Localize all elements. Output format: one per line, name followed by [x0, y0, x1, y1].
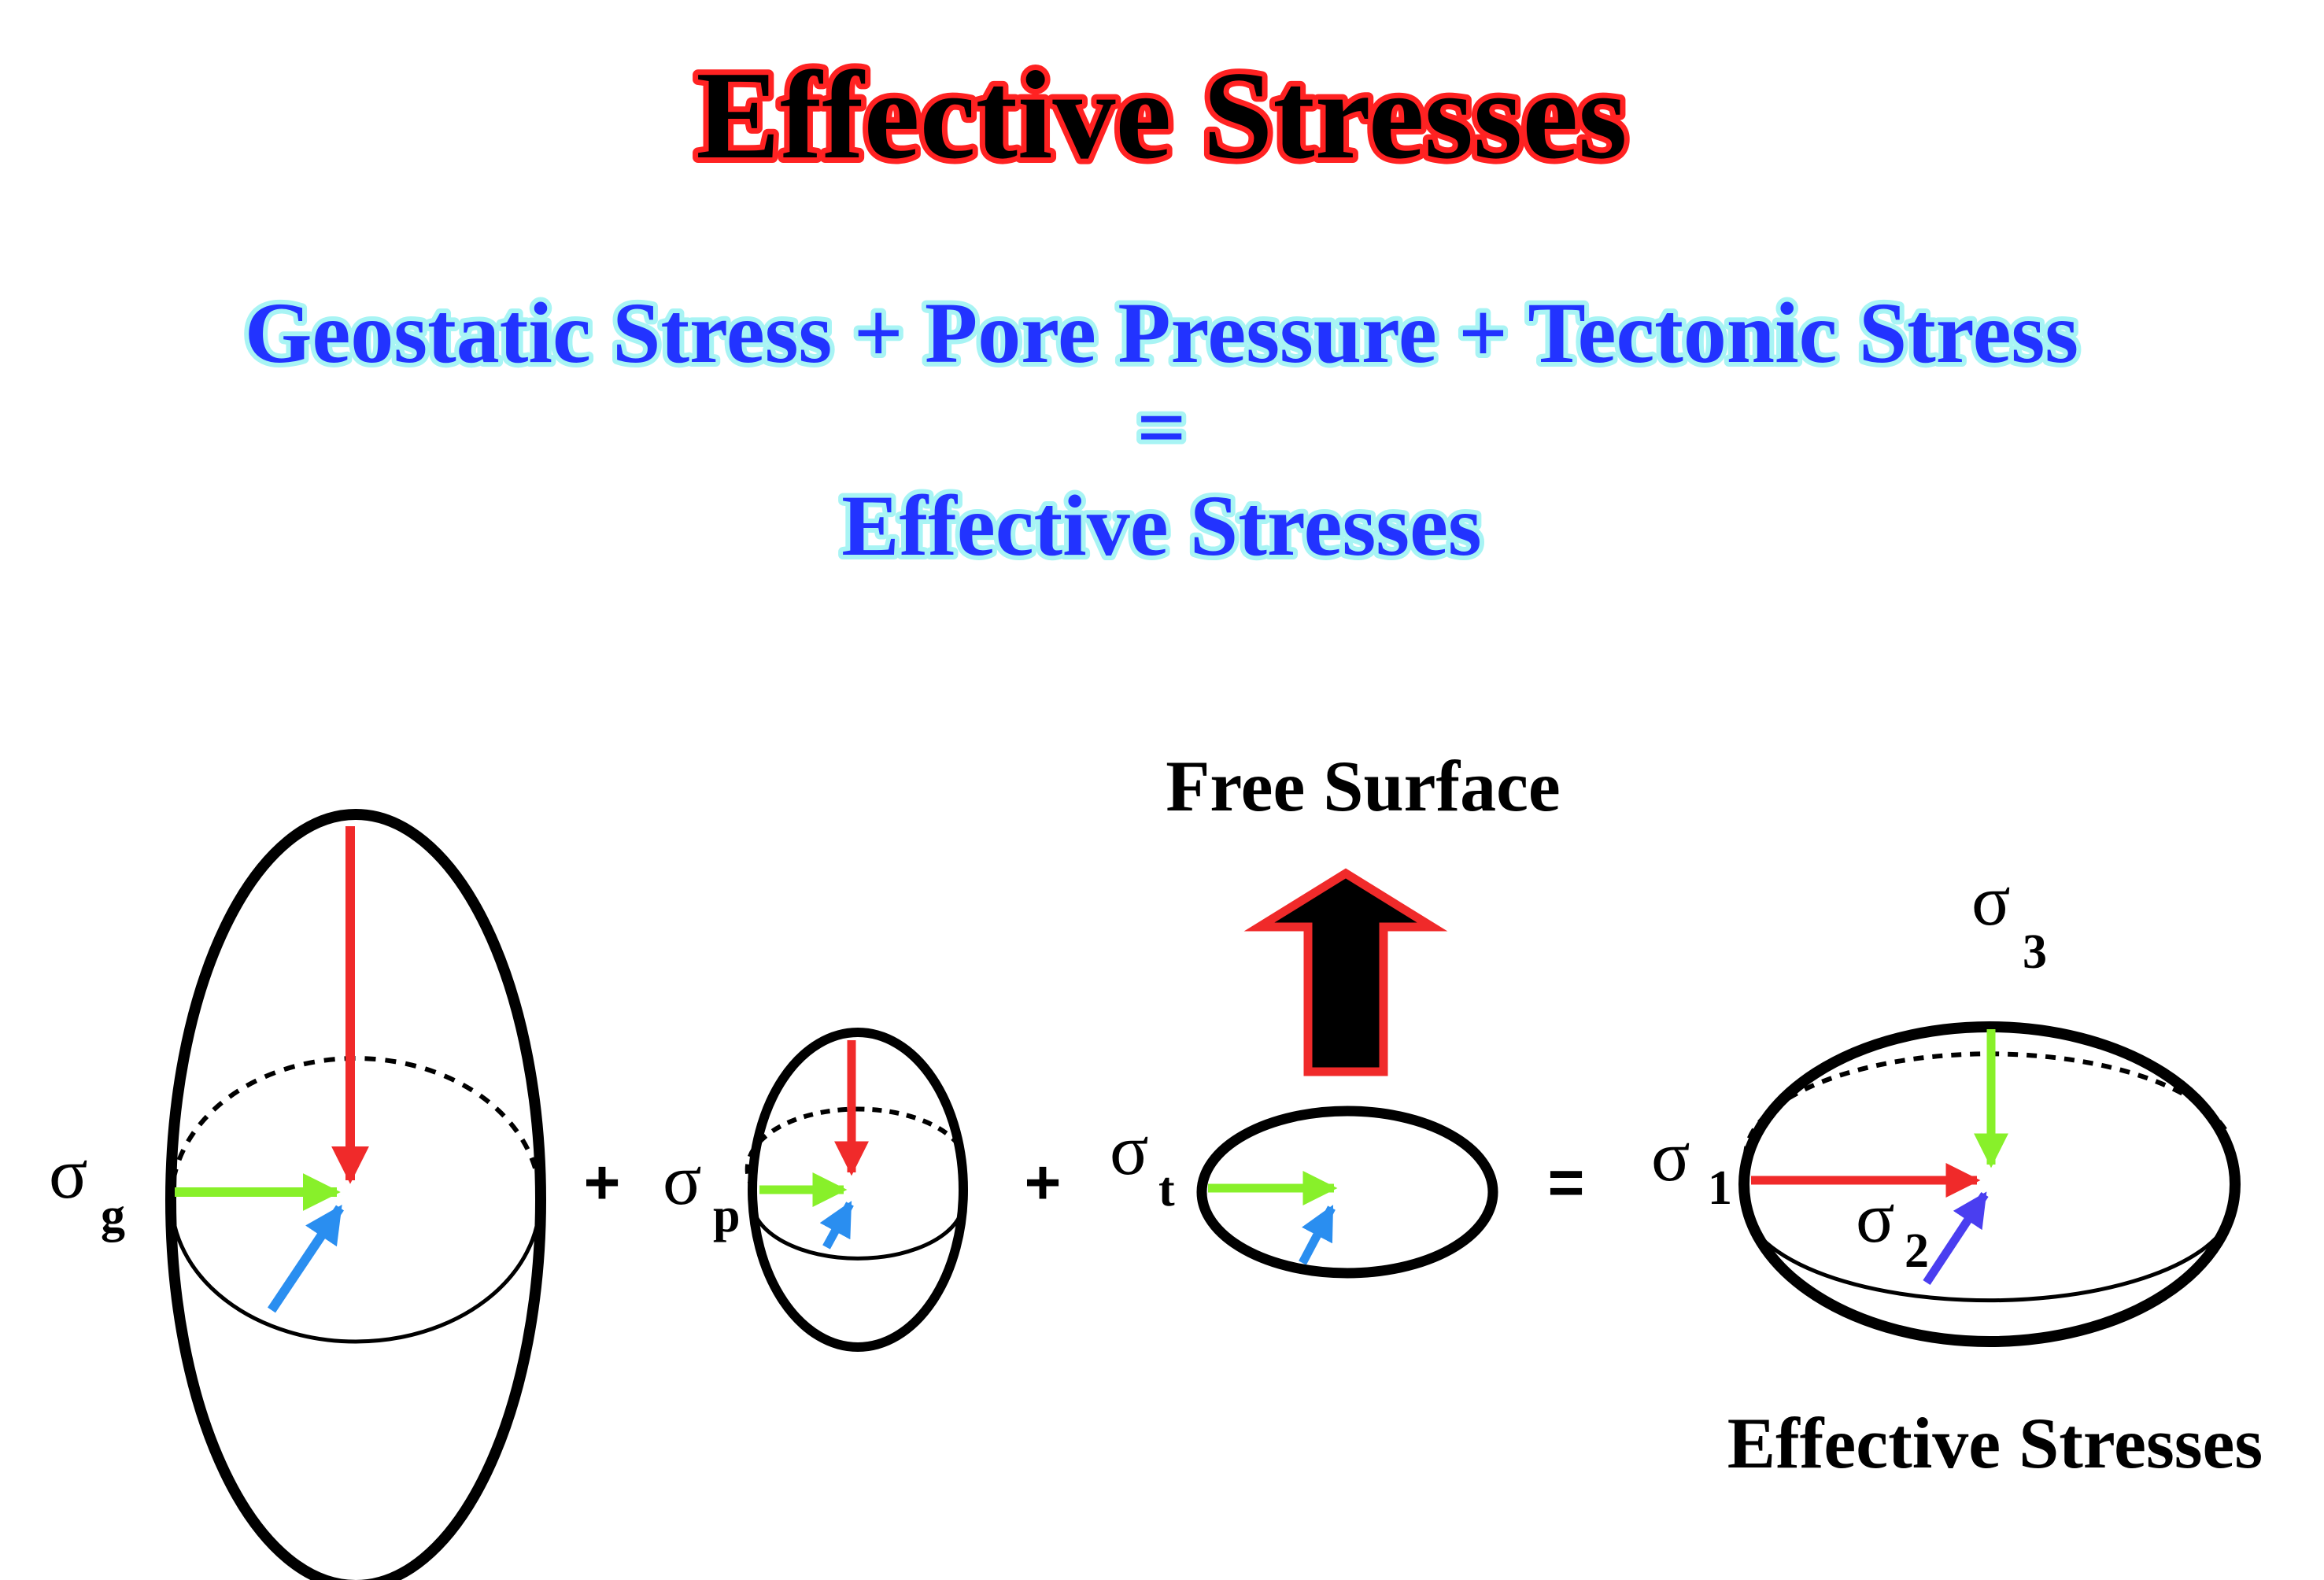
free-surface-up-arrow	[1243, 868, 1448, 1076]
effective-equator-back	[1742, 1051, 2230, 1157]
effective-stress-ellipsoid	[1738, 1021, 2241, 1347]
sigma-g-subscript: g	[101, 1189, 125, 1242]
equals-operator: =	[1548, 1147, 1585, 1217]
sigma-g-symbol: σ	[49, 1133, 88, 1213]
pore-pressure-ellipsoid	[744, 1028, 968, 1352]
sigma-3-symbol: σ	[1971, 860, 2011, 940]
geostatic-depth-arrow	[268, 1205, 344, 1313]
pore-pressure-equator-front	[750, 1189, 964, 1261]
geostatic-outline	[165, 809, 546, 1580]
tectonic-depth-arrow	[1299, 1205, 1336, 1265]
sigma-2-subscript: 2	[1905, 1224, 1929, 1278]
geostatic-ellipsoid	[165, 809, 546, 1580]
sigma-p-symbol: σ	[663, 1139, 702, 1220]
sigma-1-subscript: 1	[1708, 1161, 1732, 1215]
free-surface-label: Free Surface	[1166, 746, 1561, 826]
plus-operator-1: +	[584, 1147, 621, 1217]
pore-pressure-depth-arrow	[819, 1201, 854, 1250]
sigma-3-subscript: 3	[2023, 925, 2047, 979]
equation-line-1: Geostatic Stress + Pore Pressure + Tecto…	[245, 285, 2078, 381]
sigma-1-symbol: σ	[1651, 1116, 1690, 1196]
plus-operator-2: +	[1025, 1147, 1062, 1217]
effective-outline	[1738, 1021, 2241, 1347]
tectonic-outline	[1196, 1106, 1498, 1279]
geostatic-equator-back	[169, 1056, 542, 1201]
sigma-2-arrow	[1923, 1191, 1989, 1286]
sigma-t-symbol: σ	[1110, 1109, 1149, 1190]
effective-equator-front	[1742, 1191, 2234, 1303]
equation-line-2: =	[1137, 379, 1187, 475]
geostatic-equator-front	[169, 1199, 542, 1344]
page-title: Effective Stresses	[696, 45, 1627, 185]
sigma-t-subscript: t	[1158, 1163, 1175, 1216]
sigma-p-subscript: p	[713, 1189, 740, 1242]
sigma-2-symbol: σ	[1856, 1177, 1895, 1257]
equation-line-3: Effective Stresses	[841, 478, 1482, 574]
result-label: Effective Stresses	[1727, 1403, 2263, 1483]
tectonic-ellipse	[1196, 1106, 1498, 1279]
